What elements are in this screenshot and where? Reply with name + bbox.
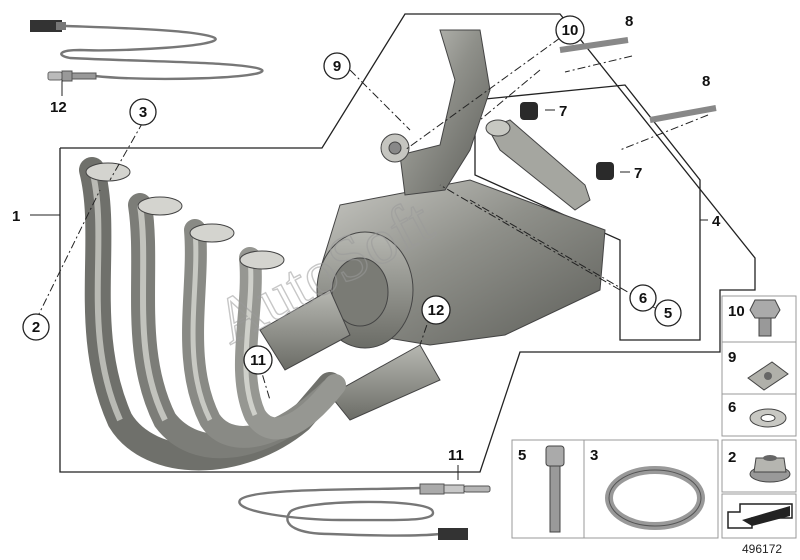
- callout-12-circled: 12: [421, 295, 451, 325]
- socket-bolt-icon: [545, 445, 565, 533]
- leader-lines: [35, 37, 709, 401]
- svg-text:10: 10: [562, 22, 579, 39]
- callout-7-upper: 7: [559, 103, 567, 120]
- callout-11-circled: 11: [243, 345, 273, 375]
- callout-10: 10: [555, 15, 585, 45]
- svg-text:9: 9: [728, 349, 736, 366]
- svg-text:8: 8: [702, 73, 710, 90]
- svg-text:3: 3: [590, 447, 598, 464]
- parts-cell-2: 2: [728, 449, 791, 483]
- svg-text:2: 2: [728, 449, 736, 466]
- oxygen-sensor-bottom: [238, 483, 491, 540]
- svg-text:12: 12: [50, 99, 67, 116]
- callout-4: 4: [712, 213, 721, 230]
- callout-2: 2: [22, 313, 50, 341]
- parts-cell-9: 9: [728, 349, 789, 391]
- callout-11-plain: 11: [448, 447, 464, 464]
- parts-cell-arrow: [727, 503, 793, 529]
- callout-8-upper: 8: [625, 13, 633, 30]
- svg-text:5: 5: [664, 305, 672, 322]
- clip-nut-icon: [747, 361, 789, 391]
- callout-8-lower: 8: [702, 73, 710, 90]
- group-outline-1: [59, 13, 756, 473]
- silencer: [316, 29, 606, 421]
- document-number: 496172: [742, 542, 782, 556]
- callout-7-lower: 7: [634, 165, 642, 182]
- callout-1: 1: [12, 208, 20, 225]
- arrow-icon: [727, 503, 793, 529]
- svg-text:7: 7: [559, 103, 567, 120]
- callout-3: 3: [129, 98, 157, 126]
- callout-6: 6: [629, 284, 657, 312]
- group-outline-4: [474, 84, 701, 341]
- svg-text:8: 8: [625, 13, 633, 30]
- svg-text:5: 5: [518, 447, 526, 464]
- svg-text:4: 4: [712, 213, 721, 230]
- svg-text:12: 12: [428, 302, 445, 319]
- callout-5: 5: [654, 299, 682, 327]
- svg-text:7: 7: [634, 165, 642, 182]
- svg-text:3: 3: [139, 104, 147, 121]
- solid-leaders: [30, 80, 708, 480]
- gasket-ring-icon: [605, 466, 705, 530]
- svg-text:6: 6: [639, 290, 647, 307]
- callout-9: 9: [323, 52, 351, 80]
- svg-text:11: 11: [250, 352, 266, 369]
- flange-nut-icon: [749, 455, 791, 483]
- parts-cell-5: 5: [518, 445, 565, 533]
- washer-icon: [749, 408, 787, 428]
- svg-text:10: 10: [728, 303, 745, 320]
- svg-text:2: 2: [32, 319, 40, 336]
- hex-bolt-icon: [749, 299, 781, 337]
- svg-text:6: 6: [728, 399, 736, 416]
- mounting-bracket: [485, 37, 717, 211]
- svg-text:1: 1: [12, 208, 20, 225]
- callout-12-plain: 12: [50, 99, 67, 116]
- oxygen-sensor-top: [30, 20, 264, 82]
- parts-cell-10: 10: [728, 299, 781, 337]
- parts-cell-6: 6: [728, 399, 787, 428]
- parts-cell-3: 3: [590, 447, 705, 530]
- header-pipes: [79, 157, 351, 471]
- svg-text:9: 9: [333, 58, 341, 75]
- svg-text:11: 11: [448, 447, 464, 464]
